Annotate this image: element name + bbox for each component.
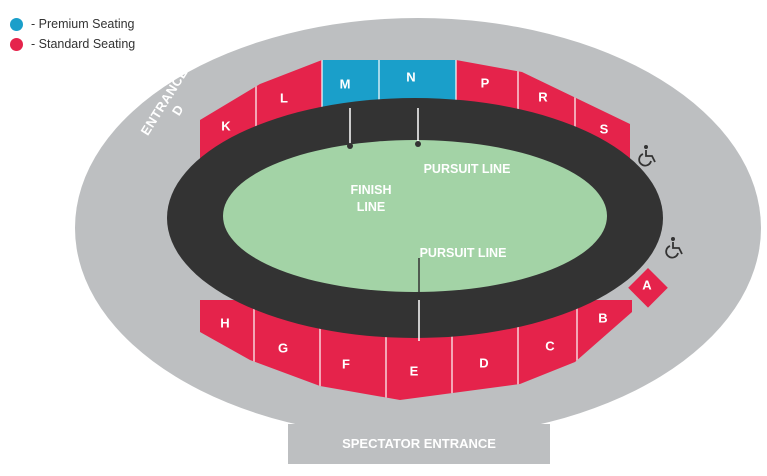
- section-e-label[interactable]: E: [410, 363, 419, 378]
- infield: [223, 140, 607, 292]
- pursuit-line-top-label: PURSUIT LINE: [424, 162, 511, 176]
- section-k-label[interactable]: K: [221, 118, 231, 133]
- section-s-label[interactable]: S: [600, 121, 609, 136]
- wheelchair-icon: [638, 145, 656, 167]
- legend: - Premium Seating - Standard Seating: [10, 14, 135, 54]
- section-a-label[interactable]: A: [642, 277, 652, 292]
- section-h-label[interactable]: H: [220, 315, 229, 330]
- section-p-label[interactable]: P: [481, 75, 490, 90]
- premium-dot-icon: [10, 17, 23, 31]
- legend-standard-label: - Standard Seating: [31, 37, 136, 51]
- section-d-label[interactable]: D: [479, 355, 488, 370]
- section-g-label[interactable]: G: [278, 340, 288, 355]
- section-f-label[interactable]: F: [342, 356, 350, 371]
- wheelchair-icon: [665, 237, 683, 259]
- pursuit-line-top-marker: [415, 108, 421, 147]
- section-a[interactable]: [628, 268, 668, 308]
- section-m-label[interactable]: M: [340, 76, 351, 91]
- pursuit-line-bottom-marker: [416, 258, 422, 341]
- spectator-entrance-label: SPECTATOR ENTRANCE: [342, 436, 496, 451]
- standard-dot-icon: [10, 37, 23, 51]
- finish-line-marker: [347, 108, 353, 149]
- spectator-entrance-box[interactable]: [288, 424, 550, 464]
- section-l-label[interactable]: L: [280, 90, 288, 105]
- legend-premium-label: - Premium Seating: [31, 17, 135, 31]
- legend-standard: - Standard Seating: [10, 34, 135, 54]
- section-r-label[interactable]: R: [538, 89, 548, 104]
- section-b-label[interactable]: B: [598, 310, 607, 325]
- section-n-label[interactable]: N: [406, 69, 415, 84]
- section-c-label[interactable]: C: [545, 338, 555, 353]
- finish-line-label-1: FINISH: [351, 183, 392, 197]
- finish-line-label-2: LINE: [357, 200, 385, 214]
- pursuit-line-bottom-label: PURSUIT LINE: [420, 246, 507, 260]
- legend-premium: - Premium Seating: [10, 14, 135, 34]
